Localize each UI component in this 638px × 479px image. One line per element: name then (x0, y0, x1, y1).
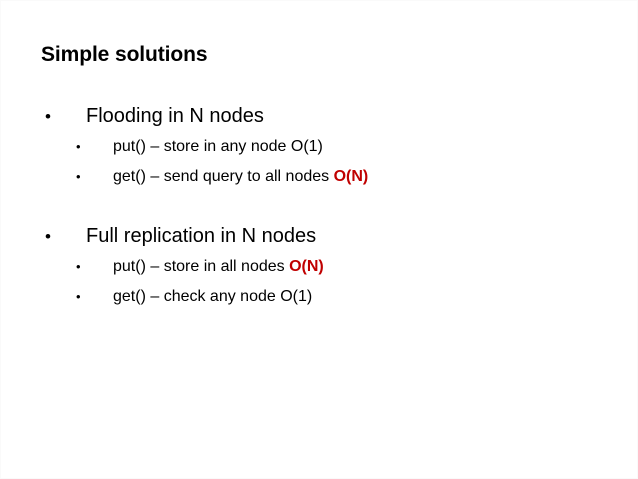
bullet-level2-label: put() – store in all nodes (113, 258, 290, 275)
bullet-level2-label: get() – check any node O(1) (113, 288, 313, 305)
bullet-dot-icon: • (76, 289, 81, 304)
bullet-level2-label: put() – store in any node O(1) (113, 138, 323, 155)
bullet-dot-icon: • (76, 259, 81, 274)
bullet-group: • Full replication in N nodes • put() – … (1, 221, 637, 312)
bullet-dot-icon: • (76, 169, 81, 184)
complexity-emphasis: O(N) (333, 168, 369, 185)
bullet-level2-label: get() – send query to all nodes (113, 168, 334, 185)
bullet-level2: • get() – check any node O(1) (1, 282, 637, 312)
bullet-level1-label: Full replication in N nodes (86, 225, 317, 247)
complexity-emphasis: O(N) (289, 258, 324, 275)
bullet-dot-icon: • (45, 107, 51, 126)
slide-body: • Flooding in N nodes • put() – store in… (1, 101, 637, 312)
bullet-level2: • put() – store in any node O(1) (1, 132, 637, 162)
bullet-level1: • Flooding in N nodes (1, 101, 637, 132)
bullet-level2: • get() – send query to all nodes O(N) (1, 162, 637, 192)
bullet-group: • Flooding in N nodes • put() – store in… (1, 101, 637, 192)
bullet-dot-icon: • (45, 227, 51, 246)
bullet-dot-icon: • (76, 139, 81, 154)
bullet-level1-label: Flooding in N nodes (86, 105, 264, 127)
page-title: Simple solutions (41, 43, 208, 66)
bullet-level1: • Full replication in N nodes (1, 221, 637, 252)
bullet-level2: • put() – store in all nodes O(N) (1, 252, 637, 282)
